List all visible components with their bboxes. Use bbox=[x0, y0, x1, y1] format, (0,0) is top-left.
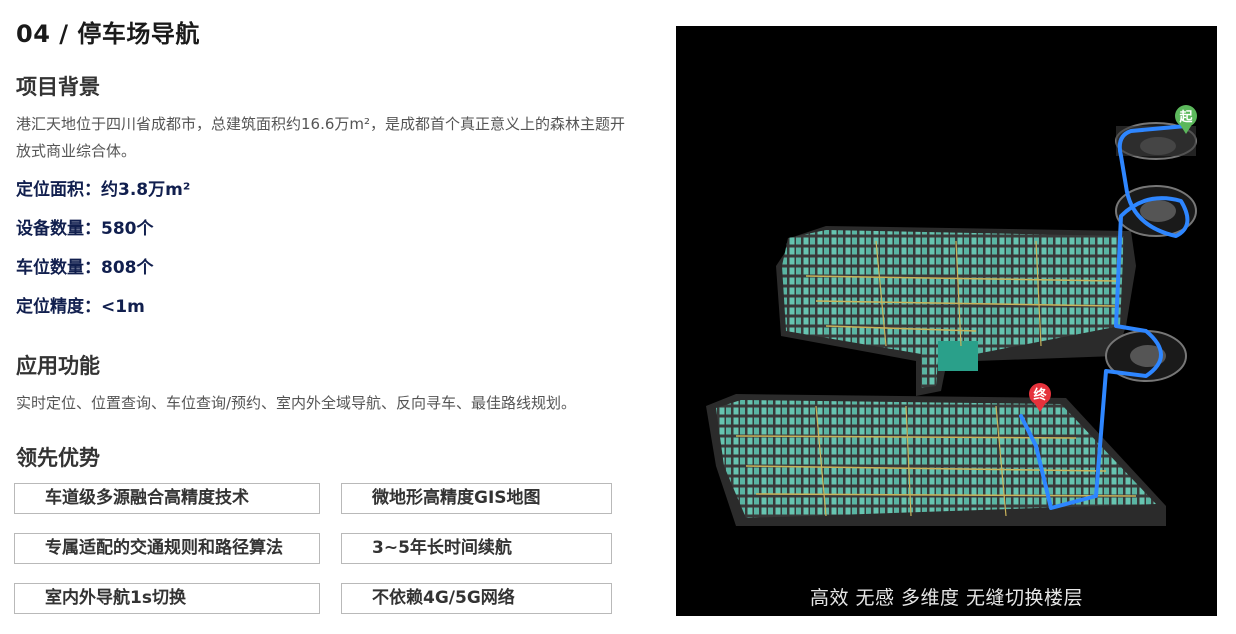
functions-description: 实时定位、位置查询、车位查询/预约、室内外全域导航、反向寻车、最佳路线规划。 bbox=[16, 394, 577, 412]
stat-area: 定位面积：约3.8万m² bbox=[16, 180, 191, 200]
functions-section: 应用功能 实时定位、位置查询、车位查询/预约、室内外全域导航、反向寻车、最佳路线… bbox=[16, 350, 646, 417]
left-content: 04 / 停车场导航 项目背景 港汇天地位于四川省成都市，总建筑面积约16.6万… bbox=[16, 14, 646, 333]
end-marker: 终 bbox=[1029, 383, 1051, 412]
advantage-tag: 专属适配的交通规则和路径算法 bbox=[14, 533, 320, 564]
background-heading: 项目背景 bbox=[16, 75, 100, 99]
map-caption: 高效 无感 多维度 无缝切换楼层 bbox=[809, 587, 1084, 609]
parking-3d-map: 起 终 bbox=[706, 105, 1197, 526]
advantage-tag: 车道级多源融合高精度技术 bbox=[14, 483, 320, 514]
functions-heading: 应用功能 bbox=[16, 354, 100, 378]
page-title: 04 / 停车场导航 bbox=[16, 20, 200, 48]
background-description: 港汇天地位于四川省成都市，总建筑面积约16.6万m²，是成都首个真正意义上的森林… bbox=[16, 115, 626, 160]
parking-map-panel: 起 终 高效 无感 多维度 无缝切换楼层 bbox=[676, 26, 1217, 616]
advantages-heading: 领先优势 bbox=[16, 446, 100, 470]
stats-list: 定位面积：约3.8万m² 设备数量：580个 车位数量：808个 定位精度：<1… bbox=[16, 177, 646, 333]
stat-spaces: 车位数量：808个 bbox=[16, 258, 154, 278]
navigation-route bbox=[1019, 124, 1190, 510]
advantage-tag: 不依赖4G/5G网络 bbox=[341, 583, 612, 614]
end-marker-label: 终 bbox=[1033, 387, 1047, 403]
advantages-section: 领先优势 bbox=[16, 442, 646, 482]
lower-floor bbox=[706, 394, 1166, 526]
start-marker-label: 起 bbox=[1178, 109, 1193, 125]
stat-precision: 定位精度：<1m bbox=[16, 297, 145, 317]
advantage-tag: 室内外导航1s切换 bbox=[14, 583, 320, 614]
advantage-tag: 微地形高精度GIS地图 bbox=[341, 483, 612, 514]
advantage-tag: 3~5年长时间续航 bbox=[341, 533, 612, 564]
stat-devices: 设备数量：580个 bbox=[16, 219, 154, 239]
spiral-ramps bbox=[1105, 122, 1197, 382]
upper-floor bbox=[776, 226, 1136, 396]
start-marker: 起 bbox=[1175, 105, 1197, 134]
